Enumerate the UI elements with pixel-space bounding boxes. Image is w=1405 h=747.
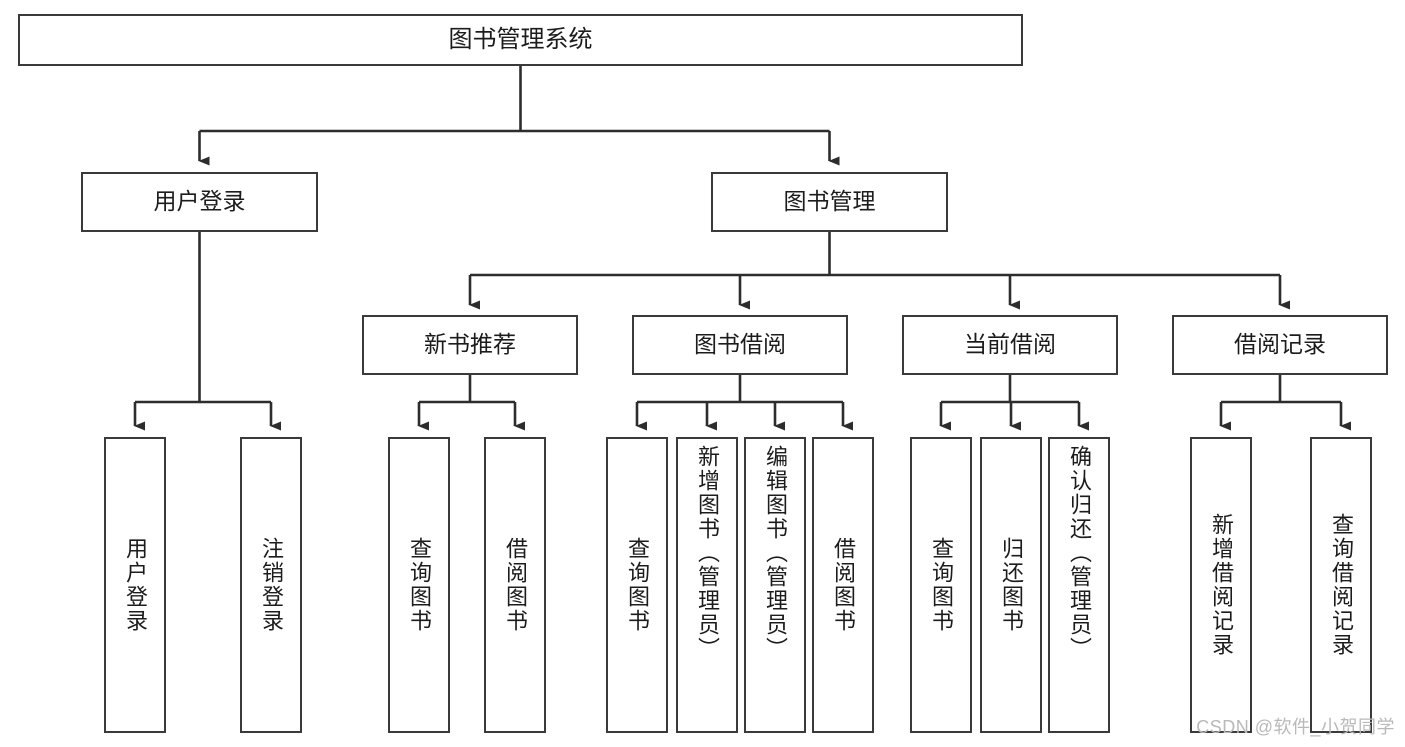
node-leaf-edit-book[interactable]: 编辑图书（管理员） xyxy=(744,437,806,733)
node-root-label: 图书管理系统 xyxy=(448,25,593,53)
node-borrow-record[interactable]: 借阅记录 xyxy=(1172,315,1388,375)
node-root[interactable]: 图书管理系统 xyxy=(18,14,1023,66)
node-leaf-query-book-1[interactable]: 查询图书 xyxy=(388,437,450,733)
node-leaf-return-book[interactable]: 归还图书 xyxy=(980,437,1042,733)
node-leaf-return-book-label: 归还图书 xyxy=(999,537,1024,633)
node-user-login-label: 用户登录 xyxy=(153,188,246,215)
node-new-book-recommend[interactable]: 新书推荐 xyxy=(362,315,578,375)
node-leaf-query-book-3[interactable]: 查询图书 xyxy=(910,437,972,733)
node-leaf-borrow-book-2[interactable]: 借阅图书 xyxy=(812,437,874,733)
node-leaf-confirm-return[interactable]: 确认归还（管理员） xyxy=(1048,437,1110,733)
node-leaf-borrow-book-2-label: 借阅图书 xyxy=(831,537,856,633)
node-leaf-query-book-2[interactable]: 查询图书 xyxy=(606,437,668,733)
node-leaf-user-login-label: 用户登录 xyxy=(123,537,148,633)
node-current-borrow[interactable]: 当前借阅 xyxy=(902,315,1118,375)
node-leaf-edit-book-label: 编辑图书（管理员） xyxy=(763,445,788,661)
node-leaf-logout-label: 注销登录 xyxy=(259,537,284,633)
node-leaf-confirm-return-label: 确认归还（管理员） xyxy=(1067,445,1092,661)
node-leaf-query-book-3-label: 查询图书 xyxy=(929,537,954,633)
node-leaf-borrow-book-1-label: 借阅图书 xyxy=(503,537,528,633)
node-leaf-query-record[interactable]: 查询借阅记录 xyxy=(1310,437,1372,733)
node-book-borrow[interactable]: 图书借阅 xyxy=(632,315,848,375)
node-book-manage-label: 图书管理 xyxy=(783,188,876,215)
node-leaf-add-book-label: 新增图书（管理员） xyxy=(695,445,720,661)
node-leaf-query-record-label: 查询借阅记录 xyxy=(1329,513,1354,657)
node-leaf-user-login[interactable]: 用户登录 xyxy=(104,437,166,733)
node-borrow-record-label: 借阅记录 xyxy=(1234,331,1326,358)
node-user-login[interactable]: 用户登录 xyxy=(81,172,318,232)
node-leaf-logout[interactable]: 注销登录 xyxy=(240,437,302,733)
node-book-borrow-label: 图书借阅 xyxy=(694,331,786,358)
node-leaf-borrow-book-1[interactable]: 借阅图书 xyxy=(484,437,546,733)
node-current-borrow-label: 当前借阅 xyxy=(964,331,1056,358)
node-leaf-add-record[interactable]: 新增借阅记录 xyxy=(1190,437,1252,733)
node-leaf-query-book-1-label: 查询图书 xyxy=(407,537,432,633)
node-leaf-query-book-2-label: 查询图书 xyxy=(625,537,650,633)
node-leaf-add-book[interactable]: 新增图书（管理员） xyxy=(676,437,738,733)
node-leaf-add-record-label: 新增借阅记录 xyxy=(1209,513,1234,657)
node-new-book-recommend-label: 新书推荐 xyxy=(424,331,516,358)
node-book-manage[interactable]: 图书管理 xyxy=(711,172,948,232)
